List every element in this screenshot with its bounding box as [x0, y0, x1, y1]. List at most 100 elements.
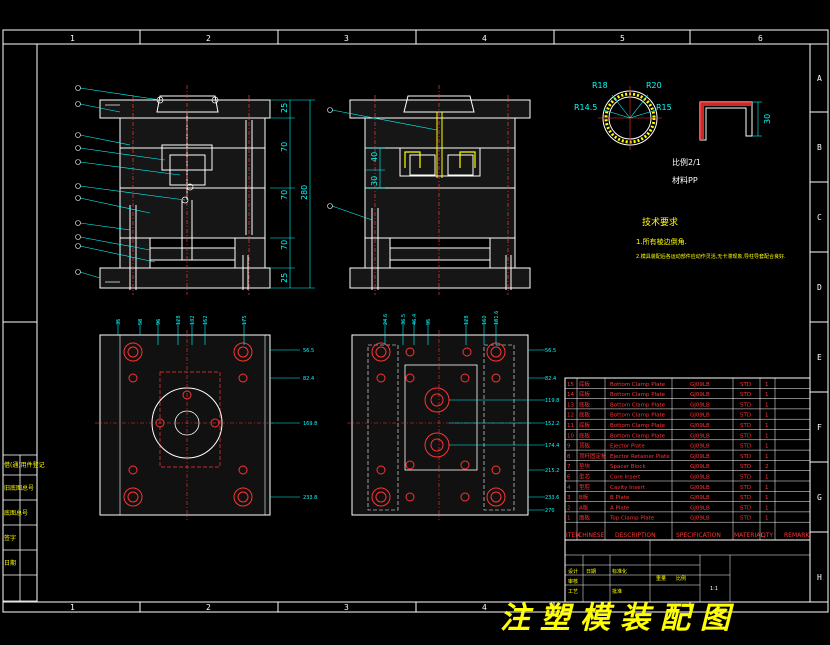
plan-right-right-dim-7: 233.6: [545, 495, 559, 501]
bom-cell-desc: B Plate: [610, 495, 630, 501]
bom-cell-qty: 1: [765, 505, 769, 511]
bom-cell-spec: GJ09LB: [690, 444, 710, 450]
plan-left-right-dim-4: 233.8: [303, 495, 317, 501]
part-radius-1: R18: [592, 81, 608, 90]
plan-view-left: 35 58 96 128 132 152 175 56.5 82.4 169.8…: [95, 315, 317, 520]
part-radius-2: R20: [646, 81, 662, 90]
front-dim-6: 25: [280, 273, 289, 283]
bom-cell-item: 11: [567, 423, 574, 429]
bom-cell-desc: Bottom Clamp Plate: [610, 413, 666, 419]
plan-left-top-dim-7: 175: [242, 315, 248, 325]
plan-view-right: 24.6 36.5 46.4 95 128 160 181.6 56.5 82.…: [347, 311, 559, 520]
bom-cell-spec: GJ09LB: [690, 413, 710, 419]
bom-cell-desc: Bottom Clamp Plate: [610, 423, 666, 429]
plan-left-top-dim-2: 58: [138, 319, 144, 325]
front-dim-1: 25: [280, 103, 289, 113]
bom-cell-spec: GJ09LB: [690, 402, 710, 408]
plan-left-right-dim-3: 169.8: [303, 421, 317, 427]
bom-header-chinese: CHINESE: [578, 532, 605, 539]
bom-cell-item: 15: [567, 382, 574, 388]
plan-right-top-dim-7: 181.6: [494, 311, 500, 325]
zone-row-D: D: [817, 283, 822, 292]
bom-cell-mat: STD: [740, 454, 751, 460]
bom-cell-qty: 1: [765, 475, 769, 481]
bom-cell-item: 1: [567, 516, 571, 522]
bom-cell-mat: STD: [740, 402, 751, 408]
plan-left-right-dim-1: 56.5: [303, 348, 314, 354]
bom-cell-qty: 1: [765, 413, 769, 419]
bom-header-specification: SPECIFICATION: [676, 532, 721, 539]
bom-cell-item: 6: [567, 475, 571, 481]
tech-notes: 技术要求 1.所有棱边倒角. 2.模具装配后各运动部件应动作灵活,无卡滞现象,导…: [636, 216, 786, 260]
title-block-scale: 1:1: [710, 586, 718, 592]
bom-cell-desc: Top Clamp Plate: [609, 516, 655, 522]
bom-header-remark: REMARK: [784, 532, 810, 539]
title-block: 设计 审核 工艺 标准化 批准 日期 重量 比例 1:1: [564, 539, 811, 603]
bom-cell-cn: 型腔: [579, 483, 591, 491]
plan-right-top-dim-3: 46.4: [412, 314, 418, 325]
bom-cell-mat: STD: [740, 505, 751, 511]
front-dim-4: 280: [300, 185, 309, 200]
zone-labels-bottom: 1 2 3 4: [70, 603, 487, 612]
bom-cell-desc: Bottom Clamp Plate: [610, 392, 666, 398]
bom-cell-desc: Ejector Plate: [610, 444, 645, 450]
bom-cell-mat: STD: [740, 382, 751, 388]
bom-cell-spec: GJ09LB: [690, 475, 710, 481]
side-strip: 借(通)用件登记 旧底图总号 底图总号 签字 日期: [2, 454, 45, 602]
zone-row-H: H: [817, 573, 822, 582]
bom-cell-qty: 1: [765, 433, 769, 439]
bom-cell-qty: 1: [765, 423, 769, 429]
bom-header-item: ITEM: [566, 532, 580, 539]
zone-col-3-bottom: 3: [344, 603, 349, 612]
plan-right-top-dim-5: 128: [464, 315, 470, 325]
title-block-cell-4: 标准化: [612, 568, 627, 575]
scale-note: 比例2/1: [672, 157, 701, 167]
bom-cell-desc: Cavity Insert: [610, 485, 646, 491]
side-dim-1: 40: [370, 152, 379, 162]
bom-cell-cn: 底板: [579, 431, 591, 439]
title-block-cell-3: 工艺: [568, 589, 578, 595]
plan-right-top-dim-2: 36.5: [401, 314, 407, 325]
bom-cell-spec: GJ09LB: [690, 382, 710, 388]
bom-cell-item: 12: [567, 413, 574, 419]
plan-right-right-dim-6: 215.2: [545, 468, 559, 474]
bom-cell-mat: STD: [740, 485, 751, 491]
bom-cell-mat: STD: [740, 444, 751, 450]
plan-left-top-dim-3: 96: [156, 319, 162, 325]
zone-col-1: 1: [70, 34, 75, 43]
zone-col-2: 2: [206, 34, 211, 43]
zone-row-B: B: [817, 143, 822, 152]
bom-cell-qty: 1: [765, 495, 769, 501]
bom-cell-item: 4: [567, 485, 571, 491]
side-strip-1: 借(通)用件登记: [4, 461, 45, 469]
bom-cell-item: 3: [567, 495, 571, 501]
bom-cell-spec: GJ09LB: [690, 423, 710, 429]
bom-cell-mat: STD: [740, 464, 751, 470]
bom-cell-desc: Core Insert: [610, 475, 641, 481]
bom-cell-spec: GJ09LB: [690, 505, 710, 511]
zone-row-C: C: [817, 213, 822, 222]
plan-right-top-dim-1: 24.6: [383, 314, 389, 325]
bom-cell-item: 8: [567, 454, 571, 460]
plan-right-right-dim-4: 152.2: [545, 421, 559, 427]
bom-cell-mat: STD: [740, 516, 751, 522]
zone-labels-top: 1 2 3 4 5 6: [70, 34, 763, 43]
front-dim-5: 70: [280, 240, 289, 250]
bom-cell-spec: GJ09LB: [690, 433, 710, 439]
plan-left-top-dim-4: 128: [176, 315, 182, 325]
zone-col-6: 6: [758, 34, 763, 43]
zone-row-E: E: [817, 353, 822, 362]
plan-right-top-dim-6: 160: [482, 315, 488, 325]
bom-cell-item: 2: [567, 505, 571, 511]
bom-cell-cn: 底板: [579, 400, 591, 408]
bom-cell-qty: 1: [765, 485, 769, 491]
bom-cell-item: 9: [567, 444, 571, 450]
bom-cell-mat: STD: [740, 423, 751, 429]
